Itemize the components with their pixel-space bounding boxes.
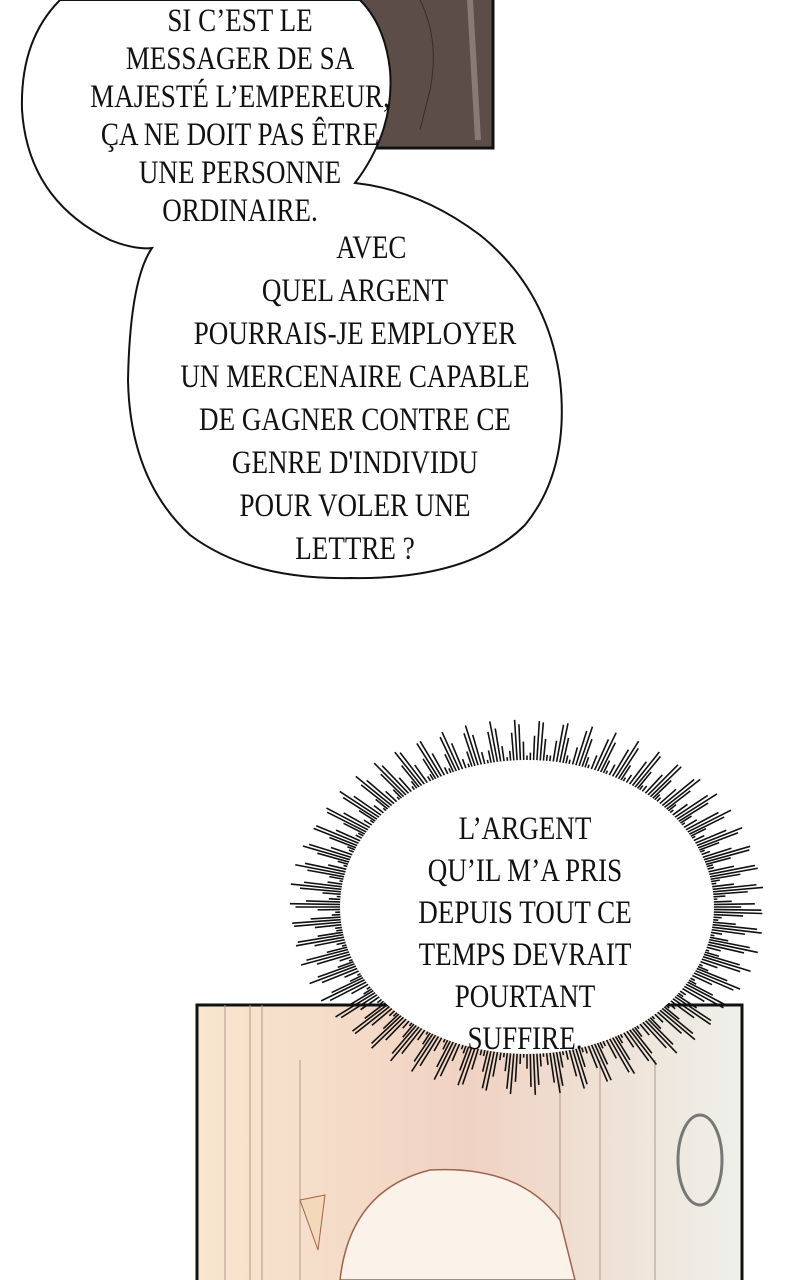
bottom-panel <box>195 1003 744 1280</box>
thought-bubble-body <box>340 760 714 1054</box>
thought-bubble <box>289 719 764 1095</box>
text-line: POUR VOLER UNE <box>239 488 471 524</box>
text-line: ORDINAIRE. <box>162 193 318 229</box>
text-line: ÇA NE DOIT PAS ÊTRE <box>100 117 380 153</box>
text-line: GENRE D'INDIVIDU <box>231 445 479 481</box>
text-line: SI C’EST LE <box>167 3 313 39</box>
text-line: UNE PERSONNE <box>138 155 342 191</box>
speech-bubble <box>20 0 563 580</box>
text-line: DEPUIS TOUT CE <box>418 895 632 931</box>
text-line: QU’IL M’A PRIS <box>427 853 623 889</box>
text-line: UN MERCENAIRE CAPABLE <box>180 359 530 395</box>
text-line: POURRAIS-JE EMPLOYER <box>193 316 517 352</box>
text-line: AVEC <box>336 230 407 266</box>
text-line: QUEL ARGENT <box>261 273 449 309</box>
speech-bubble-1-text: SI C’EST LE MESSAGER DE SA MAJESTÉ L’EMP… <box>76 2 404 230</box>
text-line: MESSAGER DE SA <box>125 41 355 77</box>
text-line: LETTRE ? <box>295 531 415 567</box>
text-line: TEMPS DEVRAIT <box>418 937 632 973</box>
text-line: POURTANT <box>454 979 596 1015</box>
text-line: L’ARGENT <box>458 811 592 847</box>
thought-bubble-text: L’ARGENT QU’IL M’A PRIS DEPUIS TOUT CE T… <box>377 808 672 1060</box>
text-line: SUFFIRE. <box>467 1021 583 1057</box>
text-line: MAJESTÉ L’EMPEREUR, <box>90 79 390 115</box>
speech-bubble-2-text: AVEC QUEL ARGENT POURRAIS-JE EMPLOYER UN… <box>171 227 540 571</box>
text-line: DE GAGNER CONTRE CE <box>199 402 511 438</box>
